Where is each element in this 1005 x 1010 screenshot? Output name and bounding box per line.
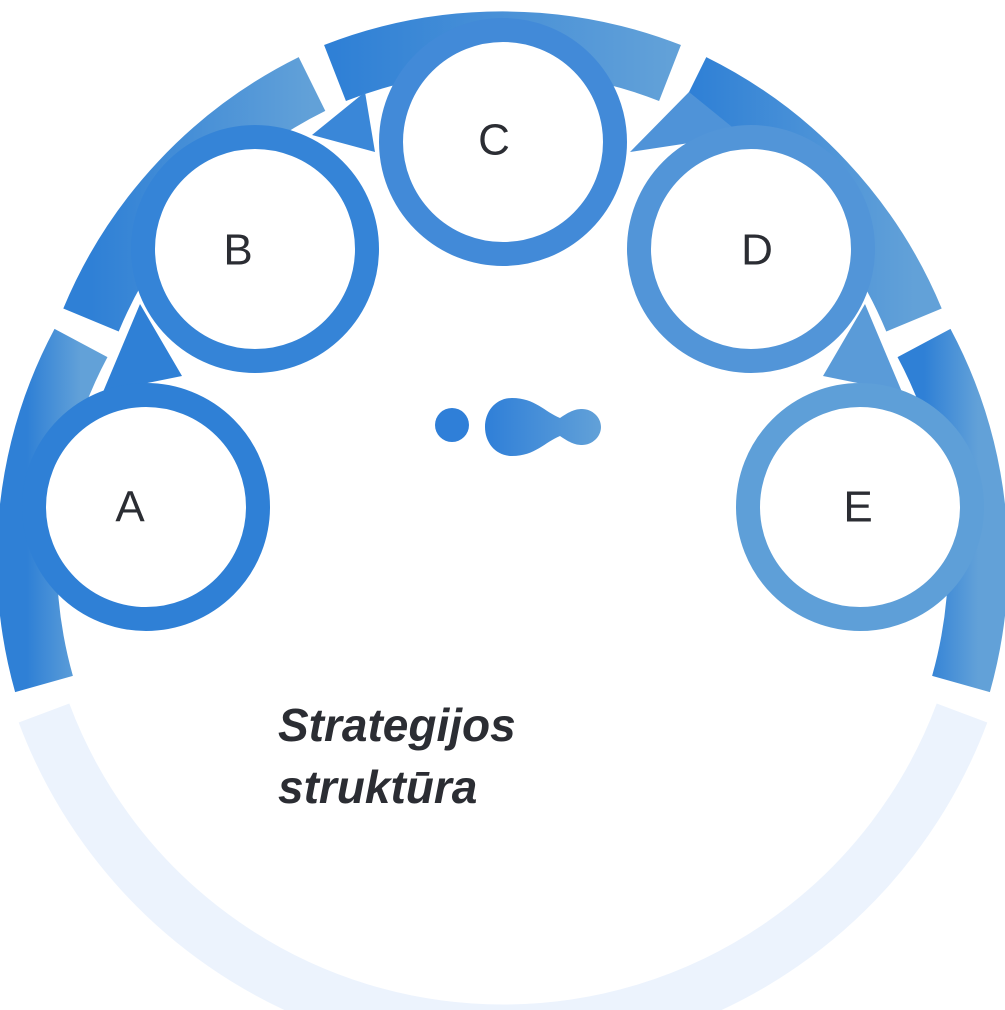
node-d-label: D	[741, 226, 773, 275]
node-e-label: E	[843, 483, 872, 532]
node-c-label: C	[478, 116, 510, 165]
node-b: B	[131, 125, 379, 373]
title-line-1: Strategijos	[278, 699, 516, 751]
diagram-title: Strategijos struktūra	[278, 694, 698, 818]
arrow-into-e	[823, 304, 902, 392]
node-a: A	[22, 383, 270, 631]
node-b-label: B	[223, 226, 252, 275]
arrow-into-a	[103, 304, 182, 392]
title-line-2: struktūra	[278, 761, 478, 813]
dots-connector-icon	[435, 398, 601, 456]
ring-background-arc	[18, 703, 988, 1010]
node-a-label: A	[115, 483, 145, 532]
arrow-into-b	[312, 92, 375, 152]
node-e: E	[736, 383, 984, 631]
node-c: C	[379, 18, 627, 266]
node-d: D	[627, 125, 875, 373]
